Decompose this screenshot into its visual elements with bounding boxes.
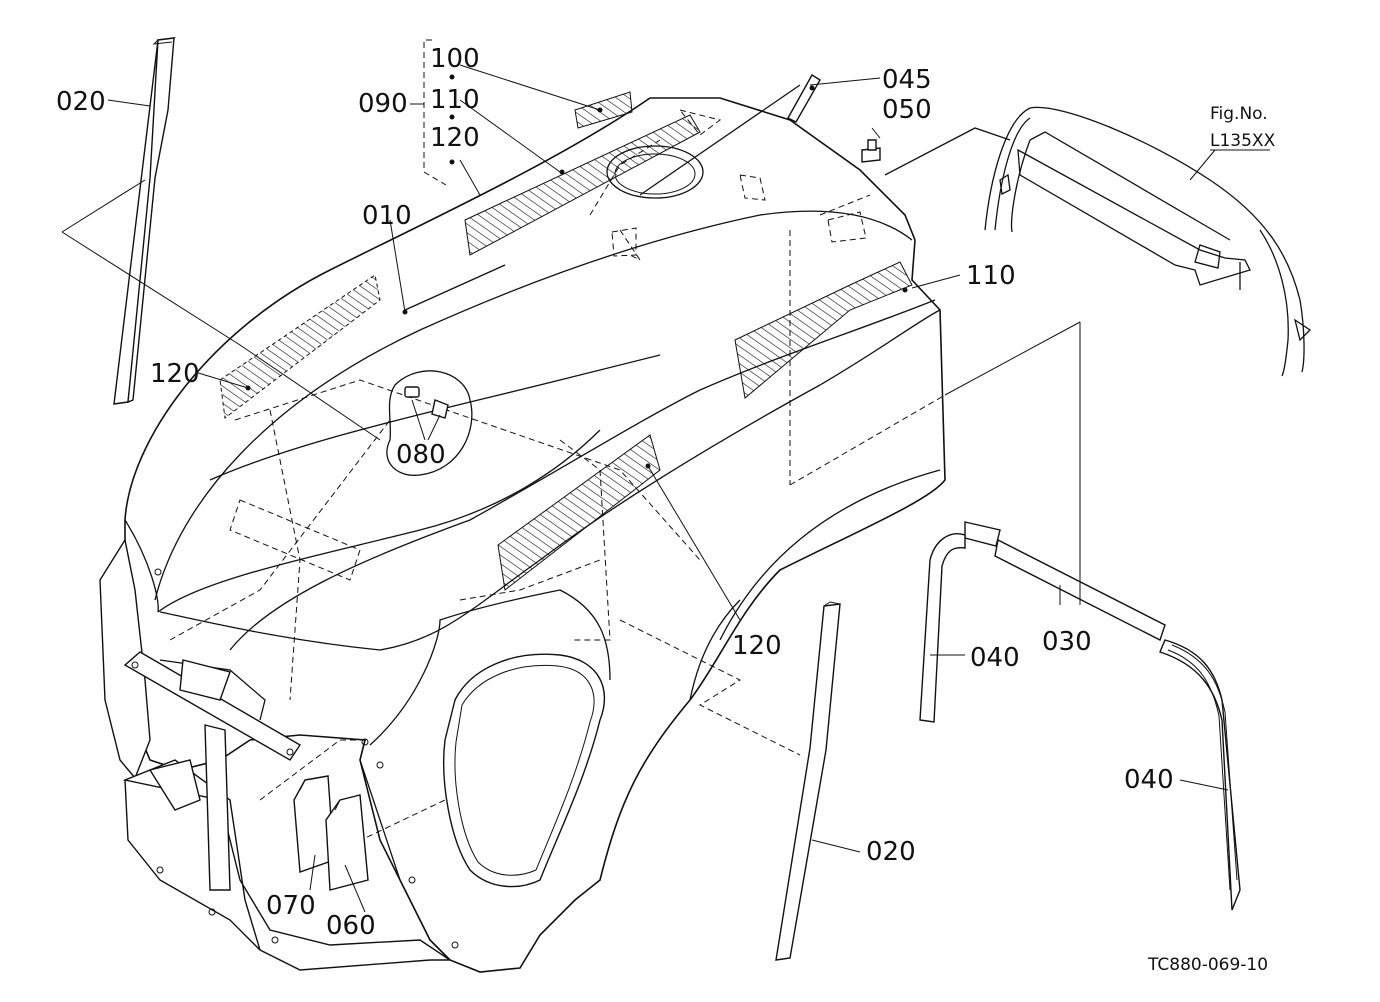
decal-100	[574, 91, 633, 129]
bolt-050	[861, 139, 881, 163]
callout-020-top: 020	[56, 87, 106, 117]
seal-040-right	[1159, 639, 1241, 911]
callout-120-left: 120	[150, 359, 200, 389]
cab-inset	[984, 106, 1312, 377]
seal-040-left	[919, 533, 966, 723]
callout-030: 030	[1042, 627, 1092, 657]
callout-040-left: 040	[970, 643, 1020, 673]
callout-060: 060	[326, 911, 376, 941]
callout-120-stack: 120	[430, 123, 480, 153]
foam-pad-070	[293, 775, 335, 873]
seal-030	[964, 521, 1166, 641]
callout-080: 080	[396, 440, 446, 470]
decal-120-left	[219, 274, 381, 419]
clip-080-detail	[386, 370, 473, 476]
callout-050: 050	[882, 95, 932, 125]
callout-labels: 020 090 100 110 120 045 050 010 110 120 …	[56, 44, 1276, 975]
decal-120-side	[497, 434, 661, 591]
hose-045	[787, 74, 821, 123]
seal-strip-020-bottom	[775, 601, 841, 961]
decal-110-right	[734, 261, 913, 399]
hidden-details	[169, 84, 1011, 851]
seal-strip-020-top	[113, 37, 176, 405]
callout-010: 010	[362, 201, 412, 231]
callout-110-stack: 110	[430, 85, 480, 115]
callout-070: 070	[266, 891, 316, 921]
callout-020-bottom: 020	[866, 837, 916, 867]
leader-lines	[61, 39, 1270, 913]
foam-pad-060	[325, 794, 369, 891]
callout-100: 100	[430, 44, 480, 74]
decal-110-top	[464, 114, 701, 256]
callout-120-lower: 120	[732, 631, 782, 661]
callout-040-right: 040	[1124, 765, 1174, 795]
front-frame	[99, 538, 453, 971]
fig-no-label: Fig.No.	[1210, 104, 1268, 124]
callout-090: 090	[358, 89, 408, 119]
drawing-code: TC880-069-10	[1147, 955, 1268, 975]
fig-no-value: L135XX	[1210, 131, 1276, 151]
callout-045: 045	[882, 65, 932, 95]
callout-110-right: 110	[966, 261, 1016, 291]
